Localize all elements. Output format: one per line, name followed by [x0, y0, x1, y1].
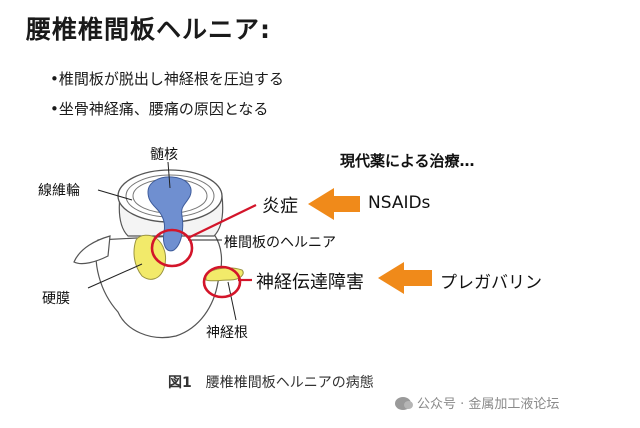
- vertebra-body: [95, 233, 223, 339]
- condition-nerve-transmission: 神経伝達障害: [256, 272, 364, 293]
- condition-inflammation: 炎症: [262, 196, 298, 217]
- arrow-right-icon: [308, 188, 360, 220]
- leader-annulus: [97, 189, 133, 201]
- figure-caption-text: 腰椎椎間板ヘルニアの病態: [205, 375, 374, 391]
- arrow-right-icon: [378, 262, 432, 294]
- drug-nsaids: NSAIDs: [368, 193, 431, 213]
- highlight-circle-nerve-root: [202, 265, 242, 299]
- label-herniation: 椎間板のヘルニア: [224, 235, 336, 251]
- leader-nucleus: [167, 161, 171, 189]
- label-annulus: 線維輪: [38, 183, 80, 199]
- watermark: 公众号 · 金属加工液论坛: [395, 393, 559, 412]
- figure-caption: 図1 腰椎椎間板ヘルニアの病態: [168, 372, 374, 392]
- page-title: 腰椎椎間板ヘルニア:: [26, 15, 271, 44]
- connector-inflammation: [187, 204, 257, 239]
- label-nerve-root: 神経根: [206, 325, 248, 341]
- leader-nerve-root: [227, 281, 237, 321]
- bullet-1: •椎間板が脱出し神経根を圧迫する: [50, 70, 284, 88]
- treatment-heading: 現代薬による治療…: [340, 152, 475, 170]
- wechat-icon: [395, 397, 413, 410]
- figure-number: 図1: [168, 375, 192, 391]
- drug-pregabalin: プレガバリン: [440, 273, 542, 293]
- leader-dura: [87, 263, 143, 289]
- vertebra-process-left: [73, 235, 111, 265]
- label-nucleus: 髄核: [150, 147, 178, 163]
- label-dura: 硬膜: [42, 291, 70, 307]
- bullet-2: •坐骨神経痛、腰痛の原因となる: [50, 100, 269, 118]
- watermark-text: 公众号 · 金属加工液论坛: [417, 397, 560, 412]
- highlight-circle-herniation: [150, 228, 194, 268]
